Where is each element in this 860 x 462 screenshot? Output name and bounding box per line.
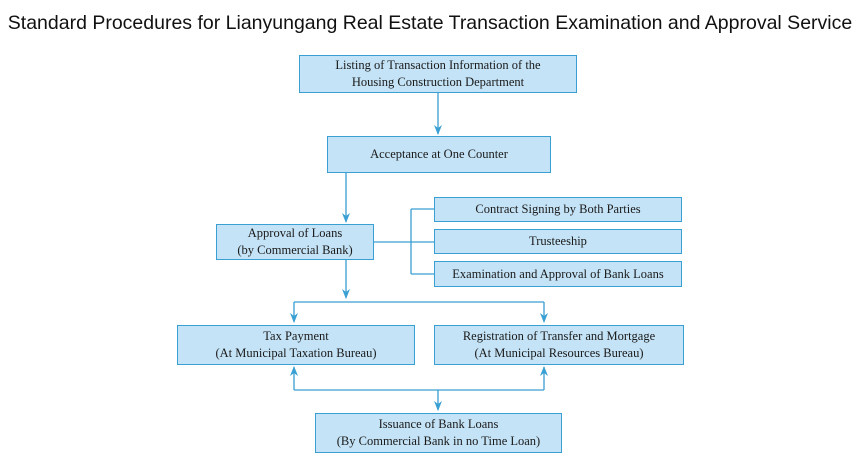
step-bank-loan-review: Examination and Approval of Bank Loans xyxy=(434,261,682,287)
step-tax-payment-line1: Tax Payment xyxy=(263,329,329,343)
step-loan-approval-line1: Approval of Loans xyxy=(247,226,343,240)
step-tax-payment-line2: (At Municipal Taxation Bureau) xyxy=(215,346,377,360)
step-registration-line1: Registration of Transfer and Mortgage xyxy=(462,329,656,343)
step-acceptance-line1: Acceptance at One Counter xyxy=(370,147,508,161)
step-trusteeship: Trusteeship xyxy=(434,229,682,254)
step-registration: Registration of Transfer and Mortgage (A… xyxy=(434,325,684,365)
step-listing-line2: Housing Construction Department xyxy=(351,75,525,89)
step-loan-issuance-line2: (By Commercial Bank in no Time Loan) xyxy=(336,434,541,448)
step-listing: Listing of Transaction Information of th… xyxy=(299,55,577,93)
step-bank-loan-review-line1: Examination and Approval of Bank Loans xyxy=(452,266,664,281)
step-loan-issuance-line1: Issuance of Bank Loans xyxy=(378,417,499,431)
step-contract-signing: Contract Signing by Both Parties xyxy=(434,197,682,222)
step-acceptance: Acceptance at One Counter xyxy=(327,136,551,173)
step-loan-approval-line2: (by Commercial Bank) xyxy=(237,243,353,257)
step-contract-signing-line1: Contract Signing by Both Parties xyxy=(475,202,641,216)
step-trusteeship-line1: Trusteeship xyxy=(529,234,587,248)
step-tax-payment: Tax Payment (At Municipal Taxation Burea… xyxy=(177,325,415,365)
step-loan-issuance: Issuance of Bank Loans (By Commercial Ba… xyxy=(315,413,562,453)
step-loan-approval: Approval of Loans (by Commercial Bank) xyxy=(216,224,374,260)
diagram-title: Standard Procedures for Lianyungang Real… xyxy=(7,12,853,34)
step-registration-line2: (At Municipal Resources Bureau) xyxy=(474,346,644,360)
step-listing-line1: Listing of Transaction Information of th… xyxy=(335,58,541,72)
